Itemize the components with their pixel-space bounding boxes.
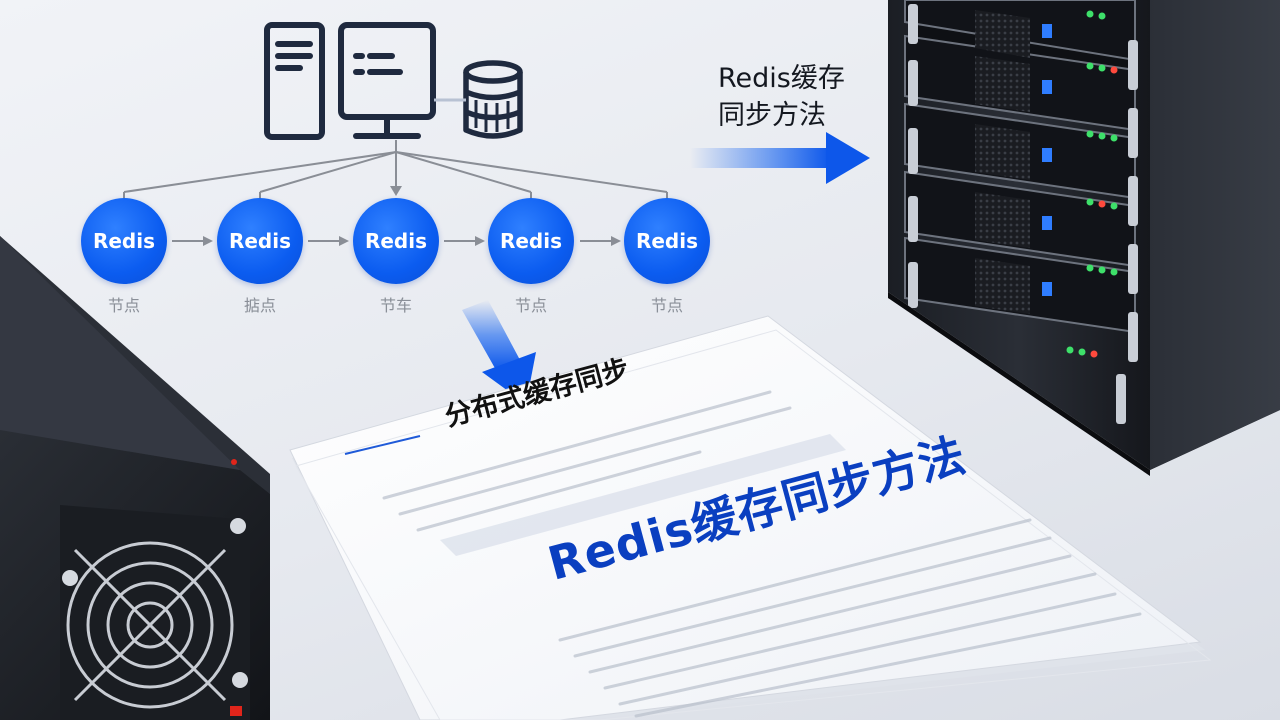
database-icon <box>434 60 523 139</box>
node-label: 节点 <box>514 296 547 315</box>
node-label: 节点 <box>650 296 683 315</box>
hub-connectors <box>123 140 668 200</box>
node-label: 节点 <box>107 296 140 315</box>
redis-node-name: Redis <box>228 229 292 253</box>
node-label: 掂点 <box>243 296 276 315</box>
redis-node-2[interactable]: Redis <box>217 198 303 284</box>
server-tower-icon <box>264 22 325 140</box>
side-title-line-2: 同步方法 <box>718 100 826 131</box>
side-title: Redis缓存 同步方法 <box>718 60 878 134</box>
redis-node-4[interactable]: Redis <box>488 198 574 284</box>
redis-node-3[interactable]: Redis <box>353 198 439 284</box>
redis-node-name: Redis <box>635 229 699 253</box>
server-rack <box>888 0 1280 476</box>
node-arrows <box>172 236 621 246</box>
redis-node-name: Redis <box>499 229 563 253</box>
redis-node-name: Redis <box>364 229 428 253</box>
redis-node-name: Redis <box>92 229 156 253</box>
document <box>289 315 1212 720</box>
power-supply-unit <box>0 236 270 720</box>
redis-node-1[interactable]: Redis <box>81 198 167 284</box>
node-label: 节车 <box>379 296 412 315</box>
arrow-right-icon <box>690 132 870 184</box>
monitor-icon <box>338 22 436 139</box>
redis-node-5[interactable]: Redis <box>624 198 710 284</box>
side-title-line-1: Redis缓存 <box>718 63 845 94</box>
